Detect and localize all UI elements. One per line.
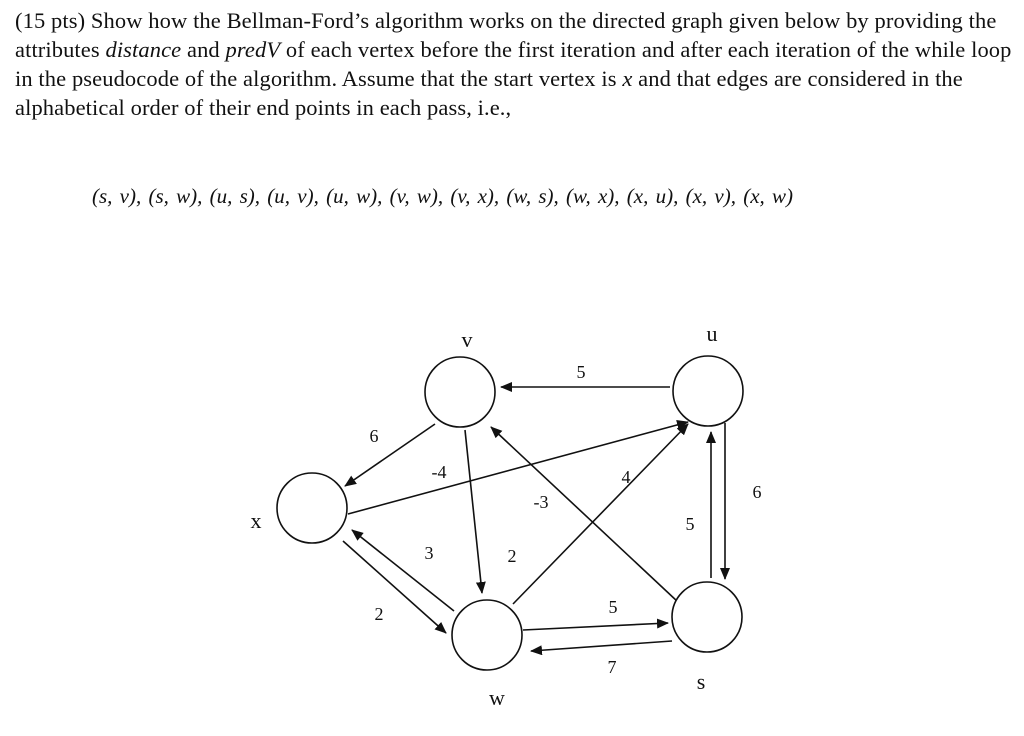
vertex-x — [276, 472, 348, 544]
edge-s-v — [490, 426, 679, 603]
vertex-label-u: u — [707, 321, 718, 346]
edge-s-w — [530, 640, 673, 656]
attr-predv: predV — [225, 37, 281, 62]
problem-points: (15 pts) — [15, 8, 86, 33]
vertex-w — [451, 599, 523, 671]
problem-and: and — [187, 37, 220, 62]
edge-v-x — [344, 423, 436, 487]
vertex-label-x: x — [251, 508, 262, 533]
vertex-v — [424, 356, 496, 428]
weight-w-x: 3 — [425, 543, 434, 563]
vertex-label-v: v — [462, 327, 473, 352]
attr-distance: distance — [105, 37, 182, 62]
vertex-nodes — [276, 355, 744, 671]
weight-u-s: 6 — [753, 482, 762, 502]
edge-w-s — [522, 618, 669, 631]
vertex-label-s: s — [697, 669, 706, 694]
weight-w-u: -4 — [432, 462, 447, 482]
edge-w-u — [512, 423, 689, 605]
weight-s-v: 2 — [508, 546, 517, 566]
weight-v-x: 6 — [370, 426, 379, 446]
edge-w-x — [351, 529, 455, 612]
edge-order-list: (s, v), (s, w), (u, s), (u, v), (u, w), … — [92, 184, 794, 208]
weight-v-w: -3 — [534, 492, 549, 512]
edge-x-w — [342, 540, 447, 634]
problem-text-3: and that edges are considered in the alp… — [15, 66, 963, 120]
problem-statement: (15 pts) Show how the Bellman-Ford’s alg… — [15, 6, 1015, 122]
weight-s-w: 7 — [608, 657, 617, 677]
problem-text-1: Show how the Bellman-Ford’s algorithm wo… — [15, 8, 997, 62]
vertex-u — [672, 355, 744, 427]
edge-x-u — [347, 420, 689, 515]
weight-u-v: 5 — [577, 362, 586, 382]
vertex-label-w: w — [489, 685, 505, 710]
weight-s-u: 5 — [686, 514, 695, 534]
weight-w-s: 5 — [609, 597, 618, 617]
edge-lines — [342, 382, 730, 656]
problem-text-2: of each vertex before the first iteratio… — [15, 37, 1012, 91]
vertex-s — [671, 581, 743, 653]
weight-x-u: 4 — [622, 467, 631, 487]
weight-x-w: 2 — [375, 604, 384, 624]
edge-v-w — [464, 429, 486, 594]
start-vertex: x — [622, 66, 633, 91]
